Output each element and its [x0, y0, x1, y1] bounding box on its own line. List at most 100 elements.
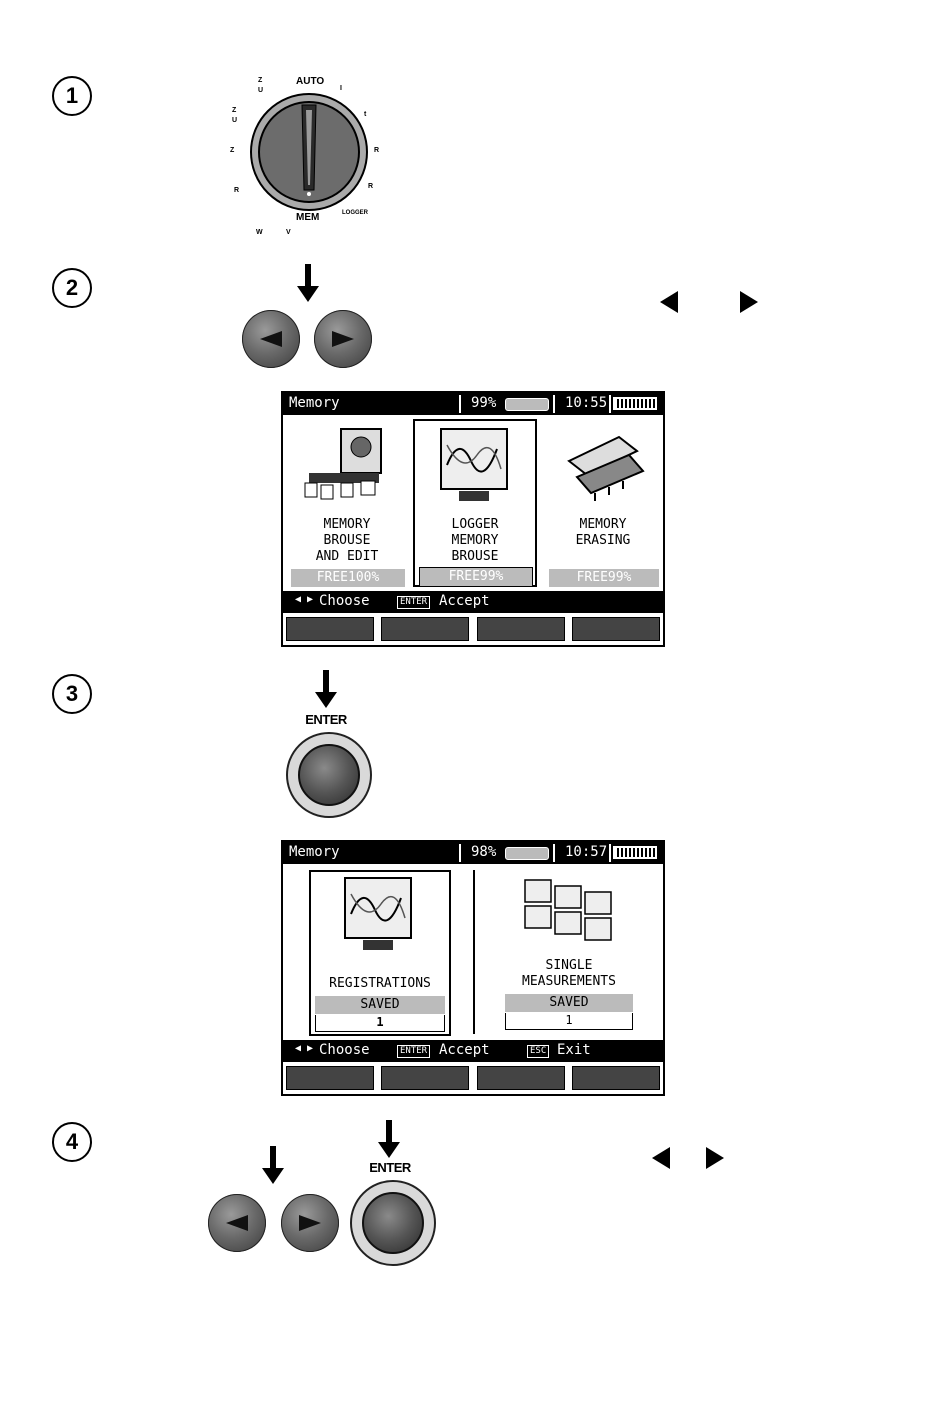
triangle-left-icon	[226, 1215, 248, 1231]
memory-menu-screen: Memory 99% 10:55 MEMORY BROUSE AND EDIT …	[281, 391, 665, 647]
svg-text:V: V	[286, 229, 291, 236]
tile-label: MEMORY ERASING	[543, 517, 663, 549]
free-indicator: FREE99%	[419, 567, 533, 587]
saved-count: 1	[315, 1015, 445, 1032]
triangle-right-icon	[740, 291, 758, 313]
svg-text:Z: Z	[232, 107, 237, 114]
logger-chart-icon	[437, 425, 517, 509]
logger-memory-screen: Memory 98% 10:57 REGISTRATIONS SAVED 1	[281, 840, 665, 1096]
left-arrow-button[interactable]	[208, 1194, 266, 1252]
footer-exit: Exit	[557, 1042, 591, 1058]
tile-single-measurements[interactable]: SINGLE MEASUREMENTS SAVED 1	[501, 870, 637, 1036]
memory-browse-icon	[301, 425, 391, 505]
screen-title: Memory	[289, 844, 340, 860]
tile-label: SINGLE MEASUREMENTS	[501, 958, 637, 990]
triangle-left-icon	[652, 1147, 670, 1169]
left-right-arrows-icon: ◀ ▶	[295, 594, 313, 605]
svg-text:U: U	[232, 117, 237, 124]
battery-icon	[613, 397, 657, 410]
screen-footer: ◀ ▶ Choose ENTER Accept ESC Exit	[283, 1040, 663, 1062]
svg-text:t: t	[364, 111, 367, 118]
logger-chart-icon	[341, 874, 421, 958]
footer-accept: Accept	[439, 1042, 490, 1058]
enter-key-icon: ENTER	[397, 1045, 430, 1058]
svg-text:R: R	[374, 147, 379, 154]
free-indicator: FREE100%	[291, 569, 405, 587]
saved-label: SAVED	[505, 994, 633, 1012]
triangle-right-icon	[332, 331, 354, 347]
function-key-2[interactable]	[381, 617, 469, 641]
function-key-4[interactable]	[572, 617, 660, 641]
left-right-arrows-icon: ◀ ▶	[295, 1043, 313, 1054]
tile-registrations[interactable]: REGISTRATIONS SAVED 1	[309, 870, 451, 1036]
tile-memory-browse-edit[interactable]: MEMORY BROUSE AND EDIT FREE100%	[287, 419, 407, 587]
function-keys	[283, 1062, 663, 1094]
clock: 10:57	[565, 844, 607, 860]
esc-key-icon: ESC	[527, 1045, 549, 1058]
divider	[473, 870, 475, 1034]
tile-label: MEMORY BROUSE AND EDIT	[287, 517, 407, 565]
triangle-left-icon	[660, 291, 678, 313]
memory-bar	[505, 398, 549, 411]
triangle-right-icon	[706, 1147, 724, 1169]
screen-footer: ◀ ▶ Choose ENTER Accept	[283, 591, 663, 613]
step-number-3: 3	[52, 674, 92, 714]
enter-key-icon: ENTER	[397, 596, 430, 609]
triangle-right-icon	[299, 1215, 321, 1231]
svg-text:Z: Z	[230, 147, 235, 154]
tile-label: REGISTRATIONS	[311, 976, 449, 992]
function-key-4[interactable]	[572, 1066, 660, 1090]
footer-choose: Choose	[319, 1042, 370, 1058]
screen-title: Memory	[289, 395, 340, 411]
step-number-4: 4	[52, 1122, 92, 1162]
arrow-down-icon	[315, 670, 337, 708]
enter-button[interactable]	[350, 1180, 436, 1266]
battery-icon	[613, 846, 657, 859]
dial-label-mem: MEM	[296, 212, 319, 223]
svg-text:U: U	[258, 87, 263, 94]
free-indicator: FREE99%	[549, 569, 659, 587]
memory-bar	[505, 847, 549, 860]
memory-percent: 99%	[471, 395, 496, 411]
step-number-1: 1	[52, 76, 92, 116]
footer-choose: Choose	[319, 593, 370, 609]
enter-button-core	[362, 1192, 424, 1254]
screen-header: Memory 99% 10:55	[283, 393, 663, 415]
triangle-left-icon	[260, 331, 282, 347]
tile-memory-erasing[interactable]: MEMORY ERASING FREE99%	[543, 419, 663, 587]
tile-label: LOGGER MEMORY BROUSE	[415, 517, 535, 565]
step-number-2: 2	[52, 268, 92, 308]
dial-label-logger: LOGGER	[342, 210, 368, 216]
function-keys	[283, 613, 663, 645]
right-arrow-button[interactable]	[281, 1194, 339, 1252]
arrow-down-icon	[297, 264, 319, 302]
screen-header: Memory 98% 10:57	[283, 842, 663, 864]
enter-label: ENTER	[296, 712, 356, 727]
svg-text:Z: Z	[258, 77, 263, 84]
enter-label: ENTER	[360, 1160, 420, 1175]
enter-button-core	[298, 744, 360, 806]
memory-chip-icon	[559, 431, 649, 503]
tile-logger-memory-browse[interactable]: LOGGER MEMORY BROUSE FREE99%	[413, 419, 537, 587]
memory-percent: 98%	[471, 844, 496, 860]
saved-label: SAVED	[315, 996, 445, 1014]
svg-text:R: R	[234, 187, 239, 194]
svg-text:I: I	[340, 85, 342, 92]
function-key-3[interactable]	[477, 1066, 565, 1090]
function-key-3[interactable]	[477, 617, 565, 641]
measurements-grid-icon	[521, 876, 617, 956]
function-key-1[interactable]	[286, 617, 374, 641]
saved-count: 1	[505, 1013, 633, 1030]
arrow-down-icon	[262, 1146, 284, 1184]
clock: 10:55	[565, 395, 607, 411]
function-key-1[interactable]	[286, 1066, 374, 1090]
right-arrow-button[interactable]	[314, 310, 372, 368]
dial-label-auto: AUTO	[296, 76, 324, 87]
enter-button[interactable]	[286, 732, 372, 818]
footer-accept: Accept	[439, 593, 490, 609]
svg-text:W: W	[256, 229, 263, 236]
left-arrow-button[interactable]	[242, 310, 300, 368]
arrow-down-icon	[378, 1120, 400, 1158]
function-key-2[interactable]	[381, 1066, 469, 1090]
